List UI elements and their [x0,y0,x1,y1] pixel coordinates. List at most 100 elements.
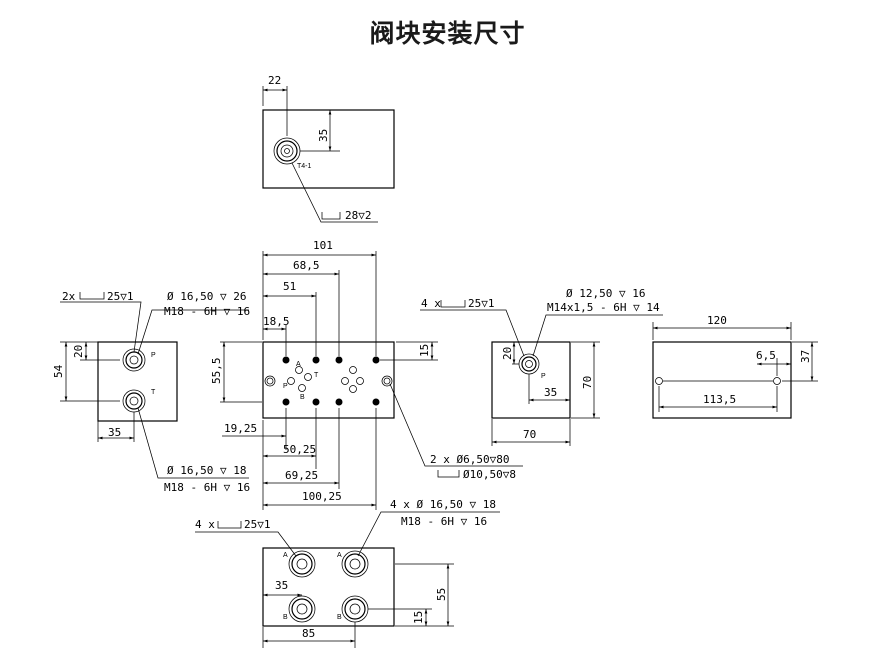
bottom-view: A A B B 4 x 25▽1 4 x Ø 16,50 ▽ 18 M18 - … [195,498,500,648]
center-view: A P T B 101 68,5 51 18,5 55,5 15 19,25 5… [210,239,523,510]
left-label-t: T [151,389,156,396]
left-dim-20: 20 [72,345,85,358]
center-callout-leader [389,383,523,467]
left-callout-t-2: M18 - 6H ▽ 16 [164,481,250,494]
left-port-t-inner [129,396,139,406]
right-dim-35: 35 [544,386,557,399]
center-port-5 [349,385,357,393]
center-label-t: T [314,372,319,379]
right-dim-70v: 70 [581,376,594,389]
center-dim-101: 101 [313,239,333,252]
center-hole-a4 [372,356,380,364]
left-callout-p-leader [137,309,249,355]
left-callout-top-a: 2x [62,290,76,303]
center-port-a [295,366,303,374]
left-callout-top-b: 25▽1 [107,290,134,303]
bottom-port-b-right [341,595,369,623]
center-port-3 [341,377,349,385]
center-label-p: P [283,383,288,390]
left-view: P T 54 20 35 2x 25▽1 Ø 16,50 ▽ 26 M18 - … [52,290,250,494]
right-callout-b: 25▽1 [468,297,495,310]
side-view: 120 6,5 37 113,5 [652,314,818,419]
center-callout-2: Ø10,50▽8 [463,468,516,481]
left-label-p: P [151,352,156,359]
top-port-ring [276,140,298,162]
side-dim-6-5: 6,5 [756,349,776,362]
left-callout-t-1: Ø 16,50 ▽ 18 [167,464,246,477]
left-callout-p-2: M18 - 6H ▽ 16 [164,305,250,318]
center-hole-left-outer [264,375,276,387]
right-counterbore-symbol [440,300,466,308]
center-dim-100-25: 100,25 [302,490,342,503]
bottom-label-b2: B [337,614,342,621]
right-dim-20: 20 [501,347,514,360]
top-block-outline [262,109,395,189]
left-block-outline [97,341,178,422]
center-block-outline [262,341,395,419]
center-hole-b3 [335,398,343,406]
top-counterbore-symbol [321,212,341,220]
center-dim-15: 15 [418,344,431,357]
top-port-label: T4-1 [297,163,312,170]
bottom-port-a-right [341,550,369,578]
top-callout: 28▽2 [345,209,372,222]
left-port-p-outer [122,348,146,372]
center-hole-right-inner [383,377,391,385]
center-dim-19-25: 19,25 [224,422,257,435]
bottom-port-a-left [288,550,316,578]
right-callout-left-leader [420,309,525,357]
center-hole-b4 [372,398,380,406]
top-dim-35: 35 [317,129,330,142]
center-dim-50-25: 50,25 [283,443,316,456]
center-port-4 [356,377,364,385]
right-callout-d: M14x1,5 - 6H ▽ 14 [547,301,660,314]
top-dim-22: 22 [268,74,281,87]
top-port-center [284,148,290,154]
side-block-outline [652,341,792,419]
top-callout-leader [291,162,378,223]
right-label-p: P [541,373,546,380]
center-hole-a2 [312,356,320,364]
bottom-label-a: A [283,552,288,559]
page-title: 阀块安装尺寸 [369,19,526,48]
right-port-inner [525,360,533,368]
left-port-p-ring [125,351,143,369]
bottom-block-outline [262,547,395,627]
top-view: 22 35 T4-1 28▽2 [262,74,395,223]
bottom-dim-55: 55 [435,588,448,601]
center-port-p [287,377,295,385]
side-dim-37: 37 [799,350,812,363]
left-callout-top-leader [60,301,142,353]
center-hole-right-outer [381,375,393,387]
bottom-dim-85: 85 [302,627,315,640]
bottom-callout-left-b: 25▽1 [244,518,271,531]
bottom-label-b: B [283,614,288,621]
center-hole-a1 [282,356,290,364]
bottom-callout-right-leader [357,511,500,557]
left-callout-t-leader [137,407,249,479]
bottom-callout-right-1: 4 x Ø 16,50 ▽ 18 [390,498,496,511]
center-label-a: A [296,361,301,368]
center-dim-68-5: 68,5 [293,259,320,272]
bottom-dim-35: 35 [275,579,288,592]
right-port-ring [521,356,537,372]
right-callout-right-leader [532,314,663,357]
left-dim-54: 54 [52,364,65,378]
center-port-b [298,384,306,392]
center-dim-69-25: 69,25 [285,469,318,482]
left-callout-p-1: Ø 16,50 ▽ 26 [167,290,246,303]
center-hole-b1 [282,398,290,406]
right-callout-c: Ø 12,50 ▽ 16 [566,287,645,300]
center-counterbore-symbol [437,470,460,478]
side-dim-120: 120 [707,314,727,327]
bottom-port-b-left [288,595,316,623]
center-dim-55-5: 55,5 [210,358,223,385]
right-dim-70h: 70 [523,428,536,441]
bottom-callout-left-a: 4 x [195,518,215,531]
center-hole-left-inner [266,377,274,385]
right-view: P 4 x 25▽1 Ø 12,50 ▽ 16 M14x1,5 - 6H ▽ 1… [420,287,663,446]
bottom-dim-15: 15 [412,611,425,624]
bottom-counterbore-symbol [217,521,242,529]
right-block-outline [491,341,571,419]
center-callout-1: 2 x Ø6,50▽80 [430,453,509,466]
